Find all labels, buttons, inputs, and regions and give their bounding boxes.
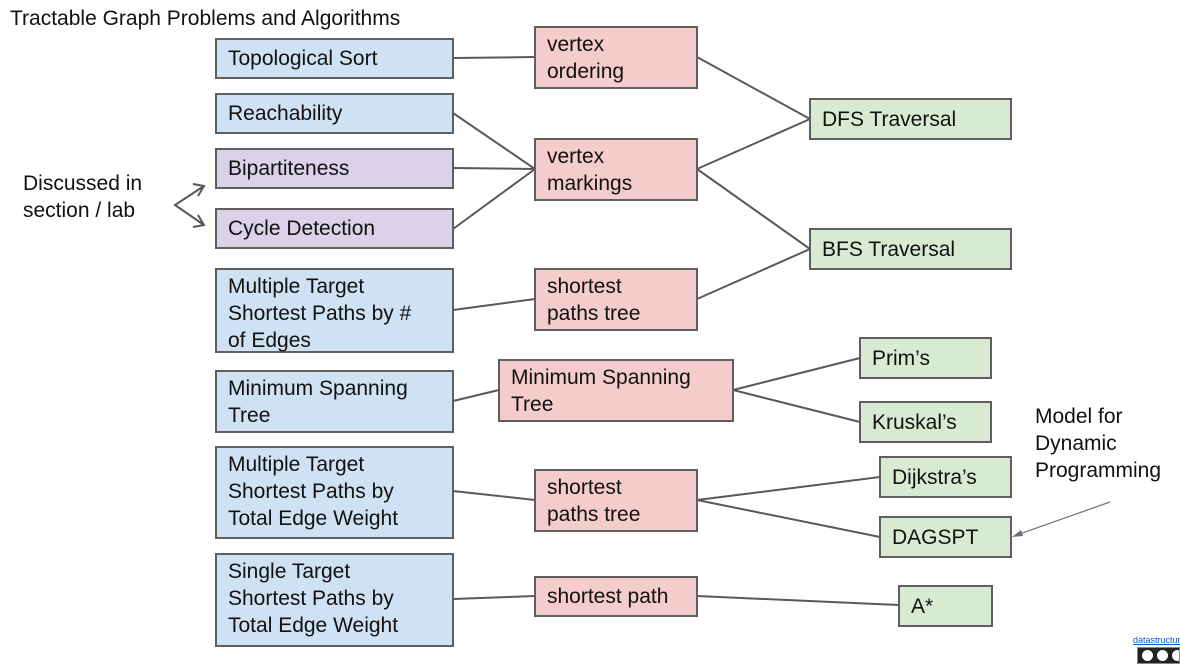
model-arrow-head: [1012, 530, 1023, 537]
algorithm-dfs-traversal: DFS Traversal: [809, 98, 1012, 140]
output-vertex-ordering: vertex ordering: [534, 26, 698, 89]
edge-path-astar: [696, 595, 900, 606]
creative-commons-license-icon: [1137, 647, 1180, 664]
algorithm-dijkstras: Dijkstra’s: [879, 456, 1012, 498]
problem-multiple-target-edges: Multiple Target Shortest Paths by # of E…: [215, 268, 454, 353]
edge-spt-dagspt: [696, 499, 881, 538]
problem-reachability: Reachability: [215, 93, 454, 134]
diagram-title: Tractable Graph Problems and Algorithms: [10, 7, 401, 30]
footer-link[interactable]: datastructur.es: [1133, 635, 1180, 645]
output-shortest-paths-tree-weighted: shortest paths tree: [534, 469, 698, 532]
edge-cycle-markings: [452, 168, 536, 230]
problem-single-target-weight: Single Target Shortest Paths by Total Ed…: [215, 553, 454, 647]
edge-markings-dfs: [696, 118, 811, 170]
output-shortest-path: shortest path: [534, 576, 698, 617]
note-discussed-in-section: Discussed in section / lab: [23, 172, 143, 222]
discussed-arrow-head-bottom: [192, 214, 206, 228]
problem-cycle-detection: Cycle Detection: [215, 208, 454, 249]
algorithm-kruskals: Kruskal’s: [859, 401, 992, 443]
algorithm-a-star: A*: [898, 585, 993, 627]
problem-topological-sort: Topological Sort: [215, 38, 454, 79]
output-minimum-spanning-tree: Minimum Spanning Tree: [498, 359, 734, 422]
problem-multiple-target-weight: Multiple Target Shortest Paths by Total …: [215, 446, 454, 539]
discussed-arrow-head-top: [192, 183, 206, 197]
algorithm-prims: Prim’s: [859, 337, 992, 379]
edge-ordering-dfs: [696, 56, 811, 120]
edge-markings-bfs: [696, 168, 811, 250]
output-shortest-paths-tree: shortest paths tree: [534, 268, 698, 331]
edge-single-path: [452, 595, 536, 600]
algorithm-bfs-traversal: BFS Traversal: [809, 228, 1012, 270]
discussed-arrows: [173, 185, 205, 226]
edge-spt-bfs: [696, 248, 811, 300]
edge-mst-mst: [452, 389, 500, 402]
problem-minimum-spanning-tree: Minimum Spanning Tree: [215, 370, 454, 433]
edge-topsort-ordering: [452, 56, 536, 59]
edge-mst-kruskals: [732, 389, 861, 423]
edge-edges-spt: [452, 298, 536, 311]
output-vertex-markings: vertex markings: [534, 138, 698, 201]
edge-spt-dijkstras: [696, 476, 881, 501]
model-arrow-line: [1013, 501, 1111, 537]
edge-mst-prims: [732, 357, 861, 391]
edge-weight-spt: [452, 490, 536, 501]
note-dynamic-programming: Model for Dynamic Programming: [1035, 405, 1162, 482]
algorithm-dagspt: DAGSPT: [879, 516, 1012, 558]
edge-reachability-markings: [452, 112, 536, 170]
edge-bipartiteness-markings: [452, 167, 536, 170]
problem-bipartiteness: Bipartiteness: [215, 148, 454, 189]
